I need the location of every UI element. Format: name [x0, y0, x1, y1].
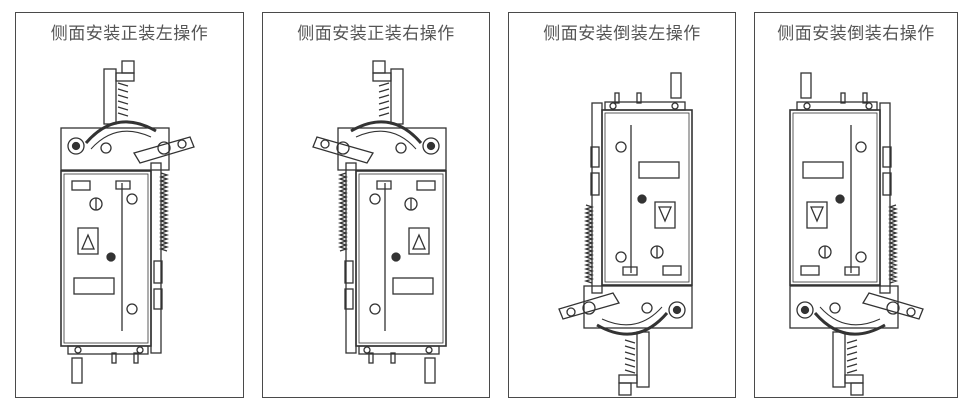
- panel-caption: 侧面安装正装右操作: [297, 24, 455, 44]
- panel-caption: 侧面安装倒装右操作: [777, 24, 935, 44]
- panel-caption: 侧面安装正装左操作: [50, 24, 209, 44]
- panel-3: 侧面安装倒装左操作: [508, 12, 736, 398]
- mechanism-drawing: [311, 59, 448, 385]
- mechanism-drawing: [788, 71, 925, 397]
- mechanism-drawing: [60, 60, 195, 384]
- mechanism-drawing: [557, 71, 694, 397]
- panel-2: 侧面安装正装右操作: [262, 12, 490, 398]
- panel-1: 侧面安装正装左操作: [15, 12, 244, 398]
- panel-4: 侧面安装倒装右操作: [754, 12, 958, 398]
- panel-caption: 侧面安装倒装左操作: [543, 24, 701, 44]
